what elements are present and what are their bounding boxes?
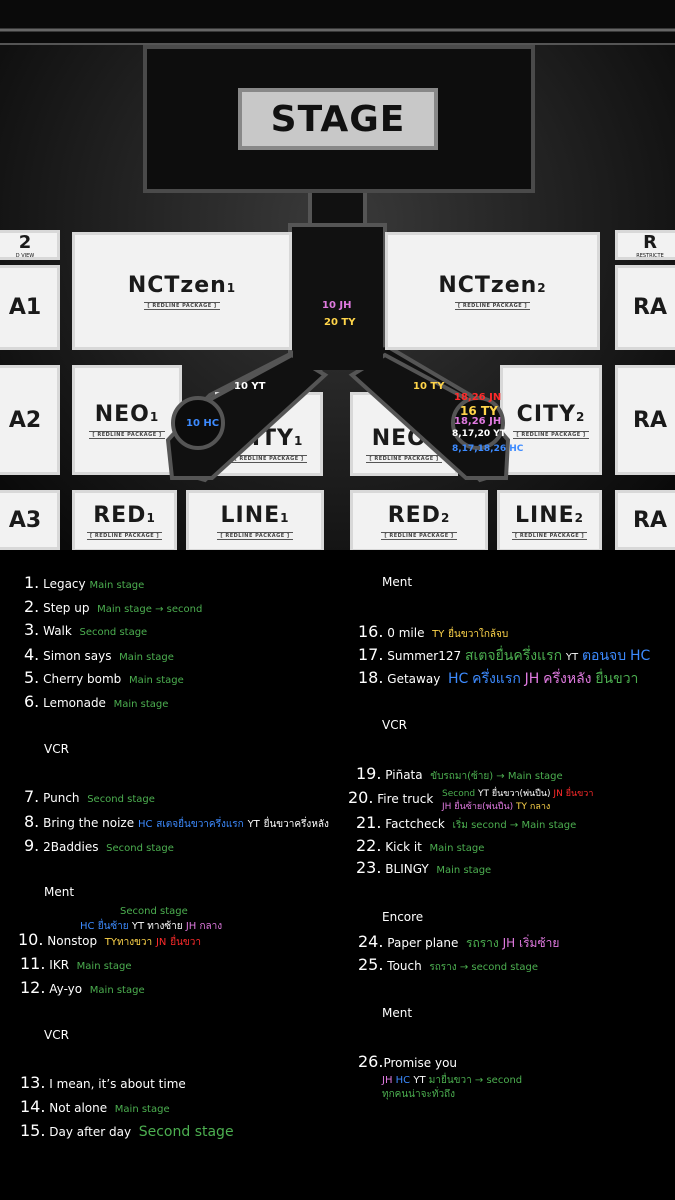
block-name: LINE2 — [514, 502, 584, 528]
section-encore: Encore — [382, 910, 424, 924]
song-17: 17. Summer127 สเตจยื่นครึ่งแรก YT ตอนจบ … — [358, 645, 651, 664]
song-18: 18. Getaway HC ครึ่งแรก JH ครึ่งหลัง ยื่… — [358, 668, 639, 687]
side-label: A1 — [8, 295, 42, 320]
song-6: 6. Lemonade Main stage — [24, 692, 169, 711]
block-package: [ REDLINE PACKAGE ] — [511, 531, 588, 540]
block-red-2: RED2 [ REDLINE PACKAGE ] — [350, 490, 488, 550]
block-package: [ REDLINE PACKAGE ] — [454, 301, 531, 310]
song-5: 5. Cherry bomb Main stage — [24, 668, 184, 687]
block-name: CITY2 — [516, 401, 586, 427]
song-4: 4. Simon says Main stage — [24, 645, 174, 664]
block-city-2: CITY2 [ REDLINE PACKAGE ] — [500, 365, 602, 475]
song-15: 15. Day after day Second stage — [20, 1121, 234, 1140]
song-7: 7. Punch Second stage — [24, 787, 155, 806]
marker-ty-16: 16 TY — [460, 404, 498, 418]
song-21: 21. Factcheck เริ่ม second → Main stage — [356, 813, 577, 832]
song-3: 3. Walk Second stage — [24, 620, 148, 639]
song-26-note-1: JH HC YT มายื่นขวา → second — [382, 1075, 523, 1086]
block-line-1: LINE1 [ REDLINE PACKAGE ] — [186, 490, 324, 550]
song-22: 22. Kick it Main stage — [356, 836, 485, 855]
marker-jh-10: 10 JH — [322, 300, 352, 311]
side-block-right-ra1: RA — [615, 265, 675, 350]
block-name: RED2 — [387, 502, 451, 528]
side-label: A2 — [8, 407, 42, 433]
block-name: NCTzen2 — [438, 272, 547, 298]
marker-ty-20: 20 TY — [324, 317, 356, 328]
song-10: 10. Nonstop TYทางขวา JN ยื่นขวา — [18, 930, 201, 949]
block-package: [ REDLINE PACKAGE ] — [217, 531, 293, 540]
stage-label: STAGE — [238, 88, 438, 150]
song-11: 11. IKR Main stage — [20, 954, 132, 973]
block-nctzen-2: NCTzen2 [ REDLINE PACKAGE ] — [385, 232, 600, 350]
section-ment-2: Ment — [382, 575, 413, 589]
song-10-note-2: HC ยื่นซ้าย YT ทางซ้าย JH กลาง — [80, 921, 223, 932]
marker-jn: 18,26 JN — [454, 392, 502, 403]
side-label: RA — [633, 295, 667, 320]
marker-hc-10: 10 HC — [186, 418, 220, 429]
block-package: [ REDLINE PACKAGE ] — [144, 301, 220, 310]
block-package: [ REDLINE PACKAGE ] — [513, 430, 589, 439]
block-name: LINE1 — [220, 502, 290, 528]
song-2: 2. Step up Main stage → second — [24, 597, 203, 616]
side-label: RA — [633, 407, 667, 433]
block-name: NCTzen1 — [127, 272, 237, 298]
marker-hc: 8,17,18,26 HC — [452, 444, 524, 454]
section-ment-3: Ment — [382, 1006, 413, 1020]
song-26: 26.Promise you — [358, 1052, 458, 1071]
marker-ty-10: 10 TY — [413, 381, 445, 392]
block-package: [ REDLINE PACKAGE ] — [89, 430, 165, 439]
block-nctzen-1: NCTzen1 [ REDLINE PACKAGE ] — [72, 232, 292, 350]
side-block-right-ra2: RA — [615, 365, 675, 475]
song-23: 23. BLINGY Main stage — [356, 858, 492, 877]
runway-arms — [165, 300, 511, 480]
block-name: NEO1 — [94, 401, 160, 427]
block-package: [ REDLINE PACKAGE ] — [231, 454, 307, 463]
block-name: RED1 — [93, 502, 156, 528]
block-package: [ REDLINE PACKAGE ] — [381, 531, 457, 540]
song-25: 25. Touch รถราง → second stage — [358, 955, 539, 974]
side-sub: RESTRICTE — [636, 252, 664, 259]
marker-yt-10: 10 YT — [234, 381, 266, 392]
block-package: [ REDLINE PACKAGE ] — [366, 454, 442, 463]
side-block-left-a3: A3 — [0, 490, 60, 550]
side-block-left-a1: A1 — [0, 265, 60, 350]
side-label: A3 — [8, 507, 42, 533]
section-ment-1: Ment — [44, 885, 75, 899]
song-26-note-2: ทุกคนน่าจะทั่วถึง — [382, 1089, 455, 1100]
song-20-note-2: JH ยื่นซ้าย(พ่นปืน) TY กลาง — [442, 802, 551, 812]
marker-jh-1826: 18,26 JH — [454, 416, 502, 427]
marker-yt-81720: 8,17,20 YT — [452, 429, 506, 439]
song-13: 13. I mean, it’s about time — [20, 1073, 186, 1092]
song-10-note-1: Second stage — [120, 906, 188, 917]
song-19: 19. Piñata ขับรถมา(ซ้าย) → Main stage — [356, 764, 563, 783]
block-neo-1: NEO1 [ REDLINE PACKAGE ] — [72, 365, 182, 475]
block-red-1: RED1 [ REDLINE PACKAGE ] — [72, 490, 177, 550]
song-20-note-1: Second YT ยื่นขวา(พ่นปืน) JN ยื่นขวา — [442, 789, 594, 799]
block-package: [ REDLINE PACKAGE ] — [86, 531, 163, 540]
song-16: 16. 0 mile TY ยื่นขวาใกล้จบ — [358, 622, 509, 641]
song-1: 1. Legacy Main stage — [24, 573, 145, 592]
side-block-left-a2: A2 — [0, 365, 60, 475]
side-label: R — [643, 231, 657, 253]
song-8: 8. Bring the noize HC สเตจยื่นขวาครึ่งแร… — [24, 812, 329, 831]
section-vcr-2: VCR — [44, 1028, 69, 1042]
song-24: 24. Paper plane รถราง JH เริ่มซ้าย — [358, 932, 560, 951]
block-line-2: LINE2 [ REDLINE PACKAGE ] — [497, 490, 602, 550]
section-vcr-1: VCR — [44, 742, 69, 756]
song-9: 9. 2Baddies Second stage — [24, 836, 174, 855]
song-14: 14. Not alone Main stage — [20, 1097, 170, 1116]
side-label: 2 — [18, 231, 32, 253]
song-12: 12. Ay-yo Main stage — [20, 978, 145, 997]
side-sub: D VIEW — [15, 252, 35, 259]
side-block-right-ra3: RA — [615, 490, 675, 550]
side-label: RA — [633, 507, 667, 533]
section-vcr-3: VCR — [382, 718, 407, 732]
song-20: 20. Fire truck — [348, 788, 434, 807]
